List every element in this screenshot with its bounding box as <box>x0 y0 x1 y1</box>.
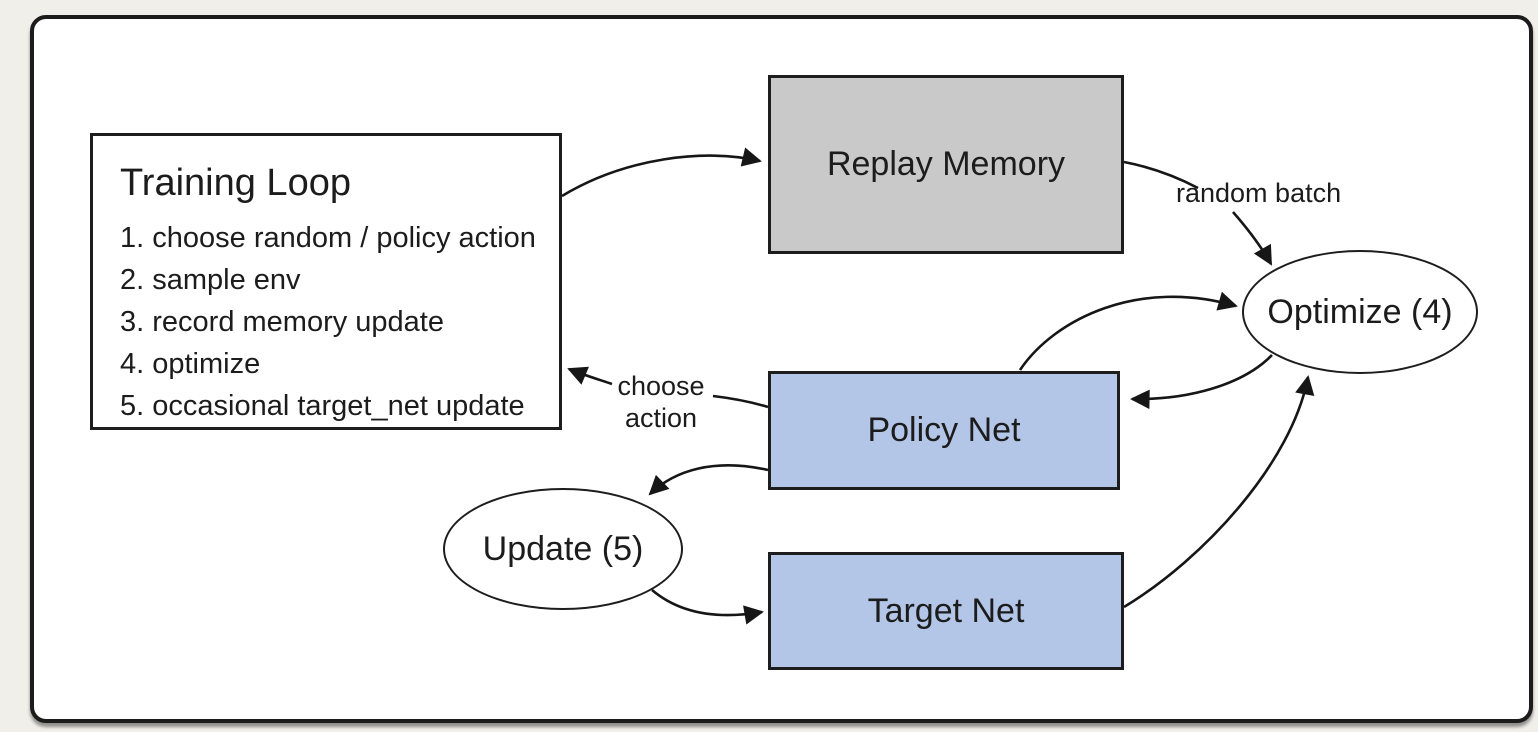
optimize-label: Optimize (4) <box>1267 292 1453 331</box>
update-node: Update (5) <box>443 488 683 610</box>
random-batch-label: random batch <box>1176 178 1342 208</box>
training-step-1: 1. choose random / policy action <box>120 222 536 254</box>
update-label: Update (5) <box>482 529 644 568</box>
replay-memory-node: Replay Memory <box>768 75 1124 254</box>
choose-action-label: choose action <box>598 370 724 434</box>
training-loop-box: Training Loop 1. choose random / policy … <box>90 133 562 430</box>
choose-action-line2: action <box>624 403 698 433</box>
policy-net-node: Policy Net <box>768 371 1120 490</box>
replay-memory-label: Replay Memory <box>826 145 1066 183</box>
training-step-5: 5. occasional target_net update <box>120 390 525 422</box>
target-net-label: Target Net <box>867 591 1025 630</box>
optimize-node: Optimize (4) <box>1242 250 1478 374</box>
choose-action-line1: choose <box>617 371 705 401</box>
training-step-2: 2. sample env <box>120 264 301 296</box>
training-loop-title: Training Loop <box>120 162 351 204</box>
target-net-node: Target Net <box>768 552 1124 670</box>
training-step-4: 4. optimize <box>120 348 261 380</box>
training-step-3: 3. record memory update <box>120 306 444 338</box>
policy-net-label: Policy Net <box>867 411 1021 449</box>
